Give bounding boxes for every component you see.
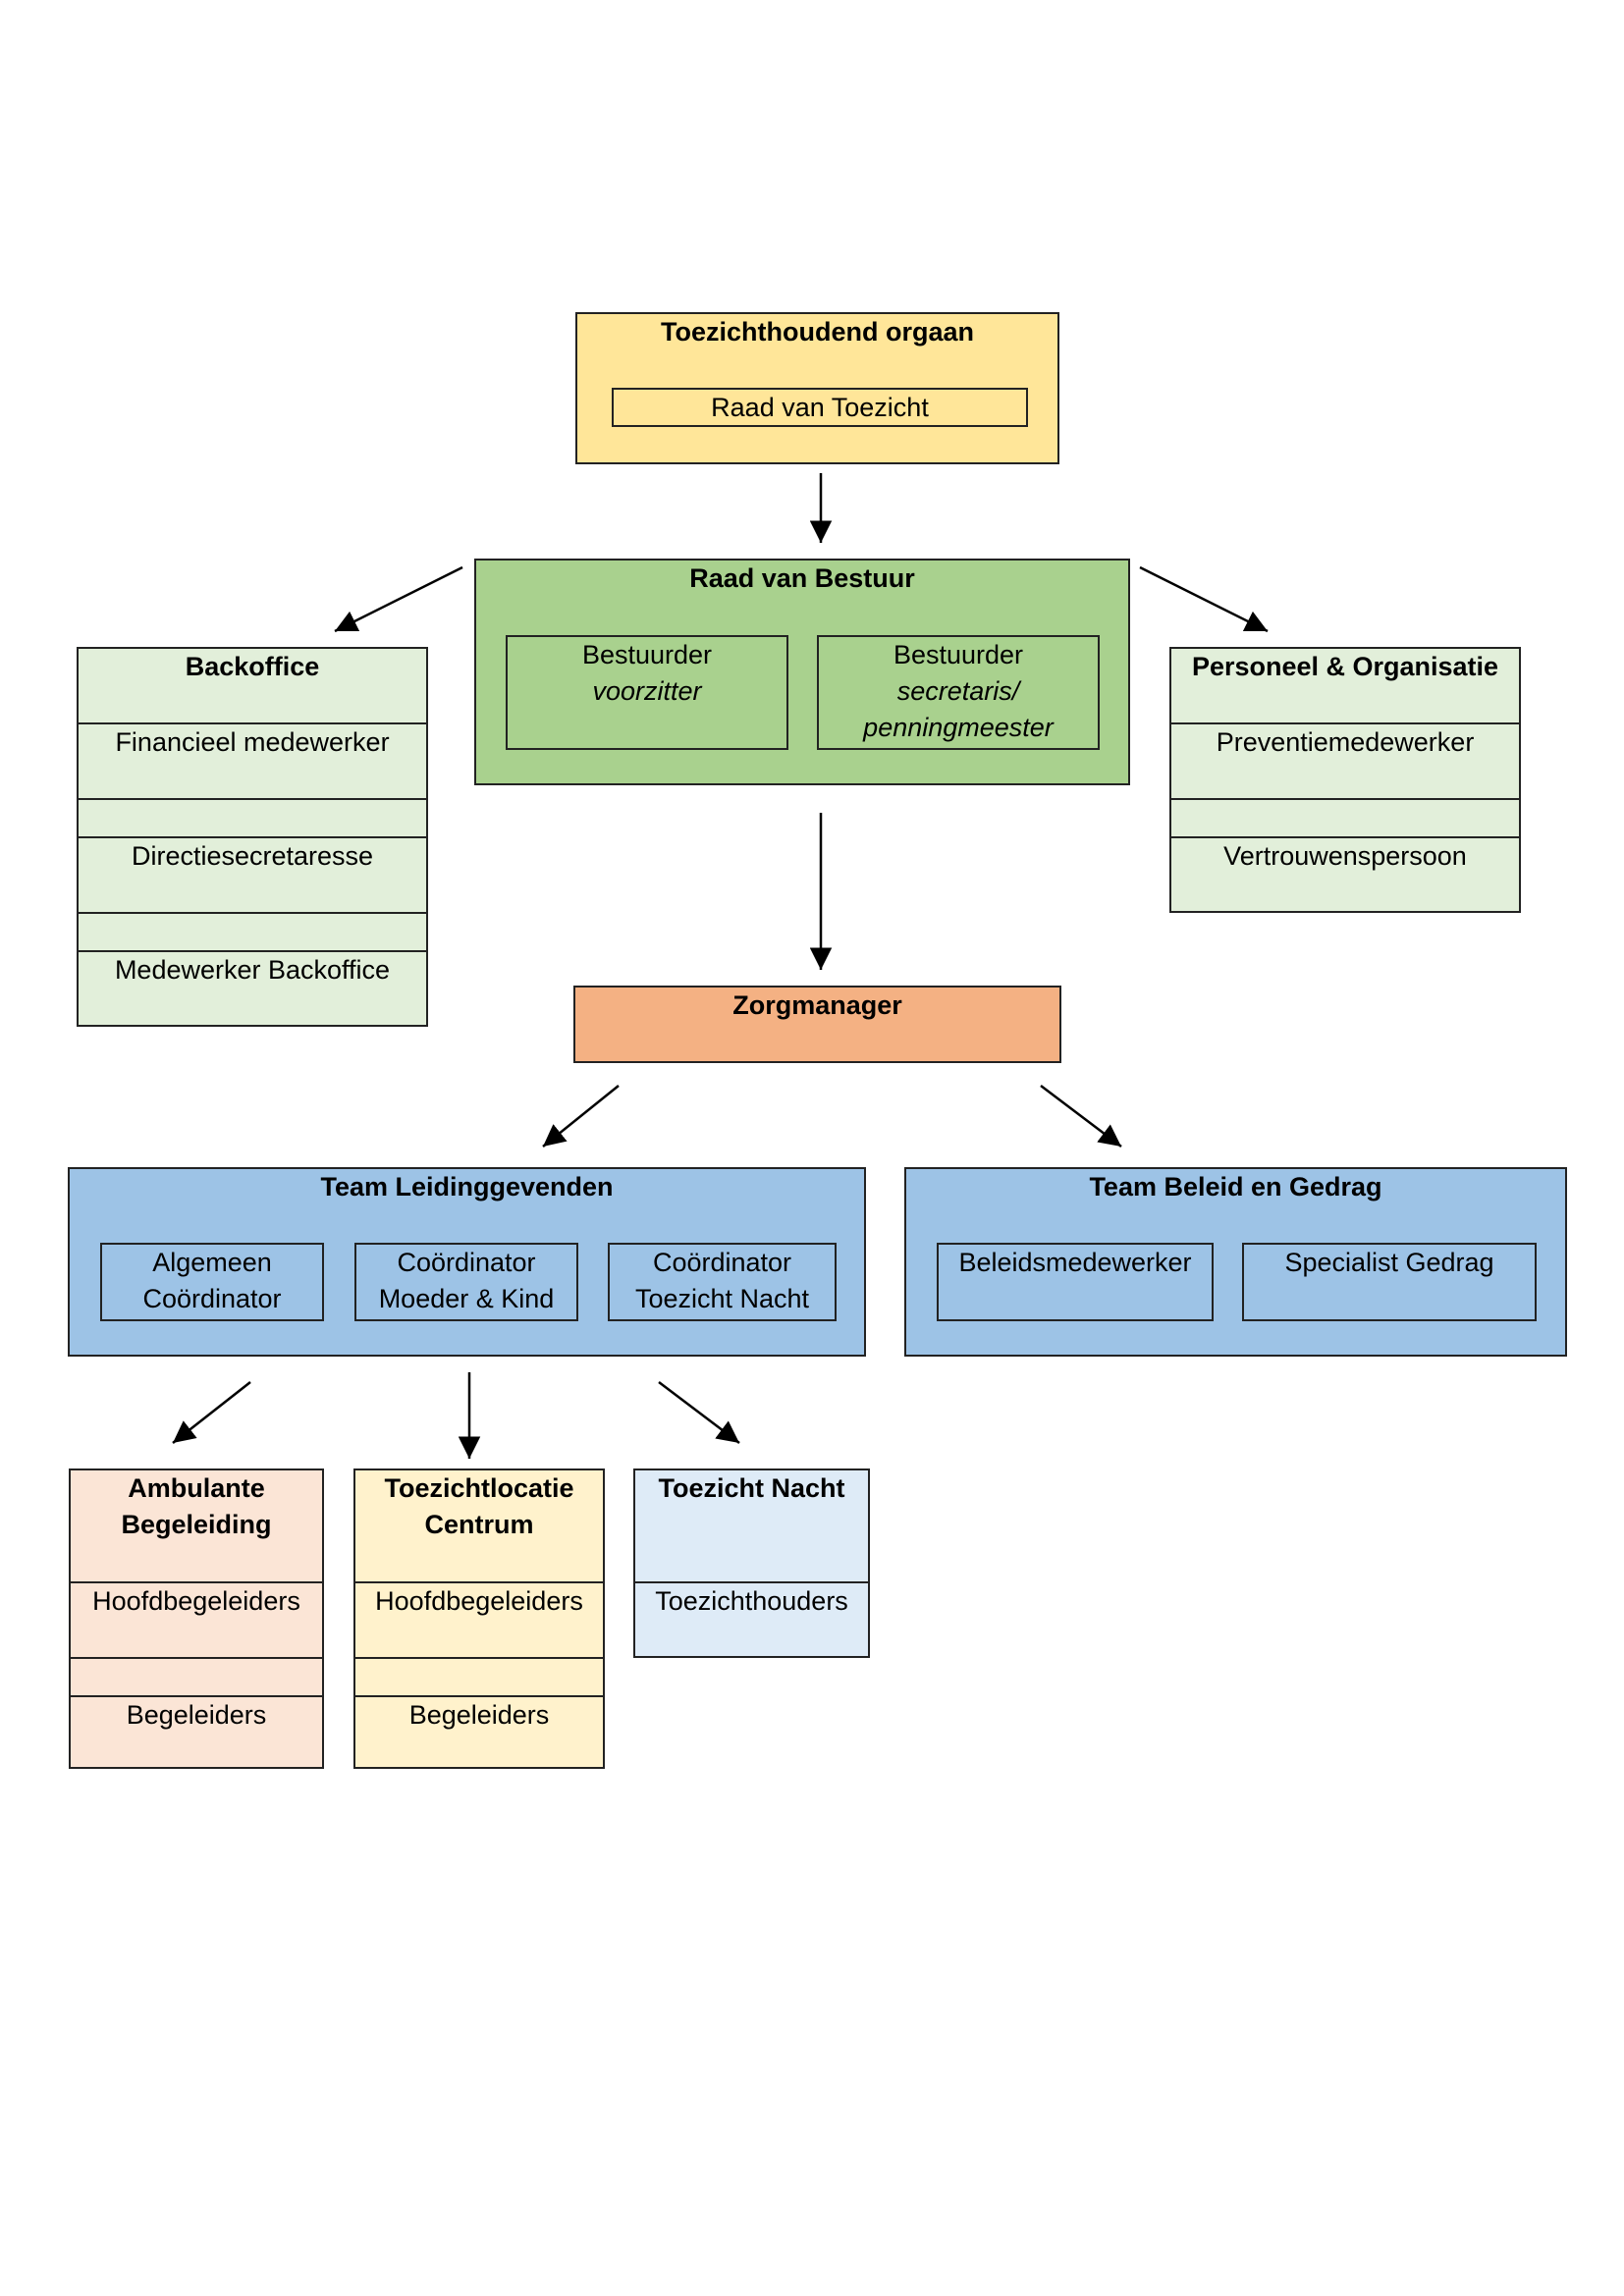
arrow-zorgmanager-to-leiding: [542, 1085, 620, 1148]
team-leidinggevenden-title: Team Leidinggevenden: [320, 1172, 614, 1201]
personeel-organisatie-title-text: Personeel & Organisatie: [1191, 652, 1499, 681]
toezichtlocatie-centrum-box: Toezichtlocatie Centrum Hoofdbegeleiders…: [353, 1468, 605, 1769]
backoffice-title: Backoffice: [79, 649, 426, 724]
personeel-item: Preventiemedewerker: [1171, 722, 1519, 798]
arrow-bestuur-to-personeel: [1139, 565, 1269, 633]
algemeen-coordinator-box: Algemeen Coördinator: [100, 1243, 324, 1321]
coordinator-moeder-kind-line2: Moeder & Kind: [378, 1284, 555, 1313]
zorgmanager-title: Zorgmanager: [732, 990, 902, 1020]
algemeen-coordinator-line2: Coördinator: [142, 1284, 282, 1313]
algemeen-coordinator-line1: Algemeen: [152, 1248, 272, 1277]
toezicht-nacht-title-text: Toezicht Nacht: [658, 1473, 845, 1503]
bestuurder-secretaris-line3: penningmeester: [863, 713, 1054, 742]
backoffice-title-text: Backoffice: [185, 652, 320, 681]
centrum-title-line2: Centrum: [424, 1510, 534, 1539]
centrum-item: Begeleiders: [355, 1695, 603, 1767]
beleidsmedewerker-box: Beleidsmedewerker: [937, 1243, 1214, 1321]
ambulante-title-line2: Begeleiding: [121, 1510, 272, 1539]
bestuurder-voorzitter-box: Bestuurder voorzitter: [506, 635, 788, 750]
backoffice-spacer: [79, 798, 426, 836]
team-beleid-gedrag-box: Team Beleid en Gedrag Beleidsmedewerker …: [904, 1167, 1567, 1357]
personeel-item: Vertrouwenspersoon: [1171, 836, 1519, 911]
ambulant-spacer: [71, 1657, 322, 1695]
nacht-item: Toezichthouders: [635, 1581, 868, 1656]
bestuurder-secretaris-line1: Bestuurder: [893, 640, 1024, 669]
backoffice-item: Directiesecretaresse: [79, 836, 426, 912]
toezicht-nacht-title: Toezicht Nacht: [635, 1470, 868, 1583]
specialist-gedrag-box: Specialist Gedrag: [1242, 1243, 1537, 1321]
ambulant-item: Hoofdbegeleiders: [71, 1581, 322, 1657]
centrum-item: Hoofdbegeleiders: [355, 1581, 603, 1657]
arrow-leiding-to-ambulant: [172, 1381, 251, 1444]
ambulant-item: Begeleiders: [71, 1695, 322, 1767]
raad-van-bestuur-title: Raad van Bestuur: [689, 563, 915, 593]
team-leidinggevenden-box: Team Leidinggevenden Algemeen Coördinato…: [68, 1167, 866, 1357]
personeel-organisatie-box: Personeel & Organisatie Preventiemedewer…: [1169, 647, 1521, 913]
personeel-organisatie-title: Personeel & Organisatie: [1171, 649, 1519, 724]
coordinator-toezicht-nacht-line2: Toezicht Nacht: [634, 1284, 810, 1313]
toezicht-nacht-box: Toezicht Nacht Toezichthouders: [633, 1468, 870, 1658]
bestuurder-secretaris-line2: secretaris/: [896, 676, 1020, 706]
centrum-spacer: [355, 1657, 603, 1695]
ambulante-begeleiding-box: Ambulante Begeleiding Hoofdbegeleiders B…: [69, 1468, 324, 1769]
personeel-spacer: [1171, 798, 1519, 836]
centrum-title-line1: Toezichtlocatie: [384, 1473, 574, 1503]
raad-van-bestuur-box: Raad van Bestuur Bestuurder voorzitter B…: [474, 559, 1130, 785]
backoffice-box: Backoffice Financieel medewerker Directi…: [77, 647, 428, 1027]
toezichthoudend-orgaan-title: Toezichthoudend orgaan: [661, 317, 974, 347]
toezichthoudend-orgaan-box: Toezichthoudend orgaan Raad van Toezicht: [575, 312, 1059, 464]
backoffice-item: Medewerker Backoffice: [79, 950, 426, 1025]
backoffice-spacer: [79, 912, 426, 950]
bestuurder-secretaris-box: Bestuurder secretaris/ penningmeester: [817, 635, 1100, 750]
arrow-bestuur-to-backoffice: [334, 565, 463, 633]
team-beleid-gedrag-title: Team Beleid en Gedrag: [1089, 1172, 1382, 1201]
arrow-leiding-to-nacht: [658, 1381, 740, 1444]
raad-van-toezicht-box: Raad van Toezicht: [612, 388, 1028, 427]
zorgmanager-box: Zorgmanager: [573, 986, 1061, 1063]
arrow-zorgmanager-to-beleid: [1040, 1085, 1122, 1148]
ambulante-begeleiding-title: Ambulante Begeleiding: [71, 1470, 322, 1583]
coordinator-moeder-kind-line1: Coördinator: [397, 1248, 536, 1277]
bestuurder-voorzitter-line2: voorzitter: [592, 676, 702, 706]
bestuurder-voorzitter-line1: Bestuurder: [581, 640, 713, 669]
coordinator-moeder-kind-box: Coördinator Moeder & Kind: [354, 1243, 578, 1321]
backoffice-item: Financieel medewerker: [79, 722, 426, 798]
toezichtlocatie-centrum-title: Toezichtlocatie Centrum: [355, 1470, 603, 1583]
ambulante-title-line1: Ambulante: [128, 1473, 265, 1503]
coordinator-toezicht-nacht-box: Coördinator Toezicht Nacht: [608, 1243, 837, 1321]
coordinator-toezicht-nacht-line1: Coördinator: [652, 1248, 792, 1277]
